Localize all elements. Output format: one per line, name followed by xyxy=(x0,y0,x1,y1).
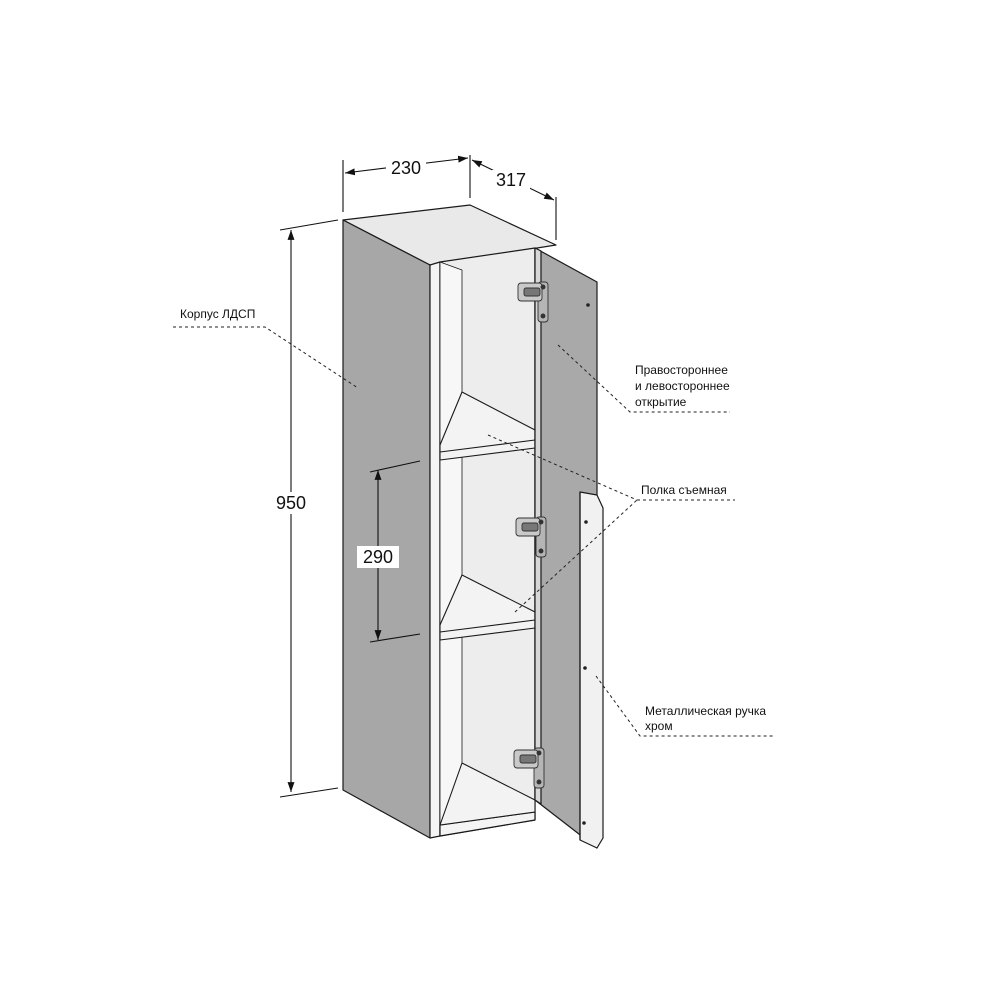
height-ext-bottom xyxy=(279,787,339,798)
door xyxy=(534,247,604,849)
inner-left-wall xyxy=(439,261,463,837)
side-panel-edge xyxy=(429,261,441,839)
opening-callout-line1: Правостороннее xyxy=(635,363,728,377)
body-callout: Корпус ЛДСП xyxy=(180,307,255,321)
hinge-bottom xyxy=(513,747,545,789)
spacing-value: 290 xyxy=(363,547,393,567)
shelf-leader-bottom xyxy=(514,499,638,613)
cabinet xyxy=(342,204,557,839)
opening-callout-line3: открытие xyxy=(635,395,687,409)
hinge-top xyxy=(517,281,549,323)
door-screws xyxy=(582,303,590,825)
spacing-ext-bottom xyxy=(369,633,421,643)
opening-leader xyxy=(557,344,730,413)
width-value: 230 xyxy=(391,158,421,178)
hinges xyxy=(513,281,549,789)
depth-value: 317 xyxy=(496,170,526,190)
callout-labels: Корпус ЛДСП Правостороннее и левосторонн… xyxy=(180,307,766,733)
handle-callout-line2: хром xyxy=(645,719,673,733)
side-panel xyxy=(342,219,431,839)
height-value: 950 xyxy=(276,493,306,513)
dimension-labels: 230 317 950 290 xyxy=(270,158,530,568)
handle-leader xyxy=(595,675,773,737)
opening-callout-line2: и левостороннее xyxy=(635,379,730,393)
handle-callout-line1: Металлическая ручка xyxy=(645,704,766,718)
metal-handle xyxy=(579,491,604,849)
shelves xyxy=(439,391,536,826)
hinge-middle xyxy=(515,516,547,558)
height-ext-top xyxy=(279,219,339,231)
shelf-callout: Полка съемная xyxy=(641,483,727,497)
callout-leaders xyxy=(173,326,773,737)
body-leader xyxy=(173,326,359,389)
